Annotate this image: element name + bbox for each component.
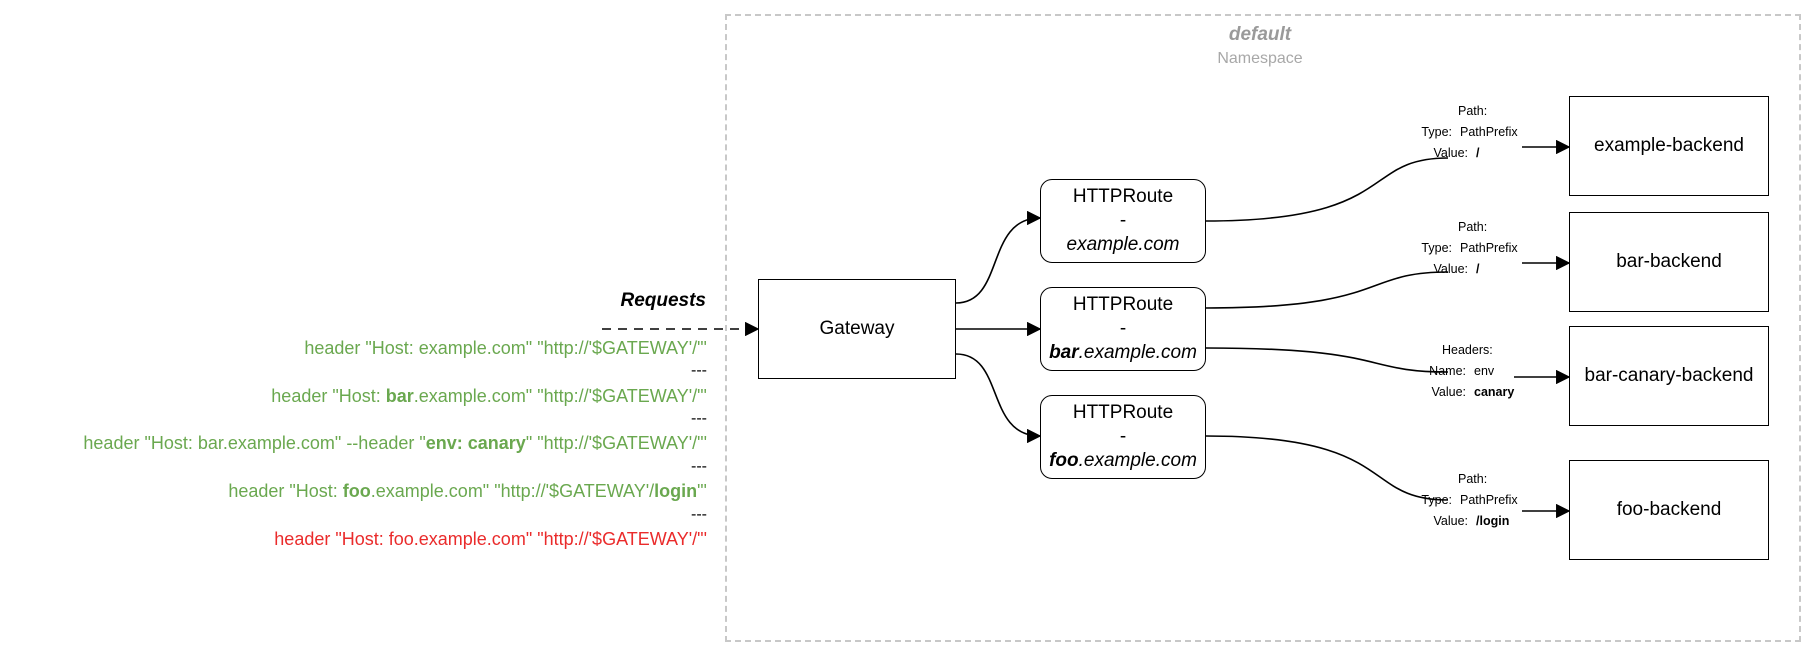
match-rule-3: Headers: Name:env Value:canary [1429, 343, 1515, 399]
gateway-node: Gateway [758, 279, 956, 379]
request-line-5: header "Host: foo.example.com" "http://'… [274, 529, 707, 549]
route-dash: - [1119, 210, 1127, 231]
backend-bar: bar-backend [1569, 212, 1769, 312]
request-line-2: header "Host: bar.example.com" "http://'… [271, 386, 707, 406]
backend-foo: foo-backend [1569, 460, 1769, 560]
backend-label: bar-canary-backend [1584, 365, 1754, 386]
httproute-bar: HTTPRoute - bar.example.com [1040, 287, 1206, 371]
match-rule-1: Path: Type:PathPrefix Value:/ [1421, 104, 1518, 160]
request-line-3: header "Host: bar.example.com" --header … [83, 433, 707, 453]
route-2-to-match-2 [1205, 271, 1449, 309]
request-separator: --- [691, 506, 707, 523]
httproute-example: HTTPRoute - example.com [1040, 179, 1206, 263]
route-3-to-match-4 [1205, 435, 1449, 501]
route-dash: - [1119, 426, 1127, 447]
namespace-frame [725, 14, 1801, 642]
route-host: bar.example.com [1049, 342, 1197, 363]
request-separator: --- [691, 410, 707, 427]
httproute-foo: HTTPRoute - foo.example.com [1040, 395, 1206, 479]
gateway-to-route-3 [955, 353, 1042, 444]
route-host: example.com [1066, 234, 1180, 255]
route-kind: HTTPRoute [1072, 402, 1174, 423]
backend-example: example-backend [1569, 96, 1769, 196]
route-kind: HTTPRoute [1072, 294, 1174, 315]
route-1-to-match-1 [1205, 157, 1449, 222]
route-2-to-match-3 [1205, 347, 1449, 373]
namespace-label: Namespace [1217, 50, 1303, 67]
match-rule-2: Path: Type:PathPrefix Value:/ [1421, 220, 1518, 276]
request-separator: --- [691, 362, 707, 379]
request-line-1: header "Host: example.com" "http://'$GAT… [304, 338, 707, 358]
route-kind: HTTPRoute [1072, 186, 1174, 207]
request-separator: --- [691, 458, 707, 475]
gateway-to-route-1 [955, 210, 1042, 304]
backend-label: foo-backend [1616, 499, 1722, 520]
backend-label: example-backend [1594, 135, 1744, 156]
request-line-4: header "Host: foo.example.com" "http://'… [228, 481, 707, 501]
backend-bar-canary: bar-canary-backend [1569, 326, 1769, 426]
backend-label: bar-backend [1616, 251, 1722, 272]
namespace-name: default [1228, 24, 1292, 45]
route-host: foo.example.com [1049, 450, 1197, 471]
match-rule-4: Path: Type:PathPrefix Value:/login [1421, 472, 1518, 528]
requests-title: Requests [620, 290, 706, 311]
route-dash: - [1119, 318, 1127, 339]
gateway-label: Gateway [819, 318, 895, 339]
